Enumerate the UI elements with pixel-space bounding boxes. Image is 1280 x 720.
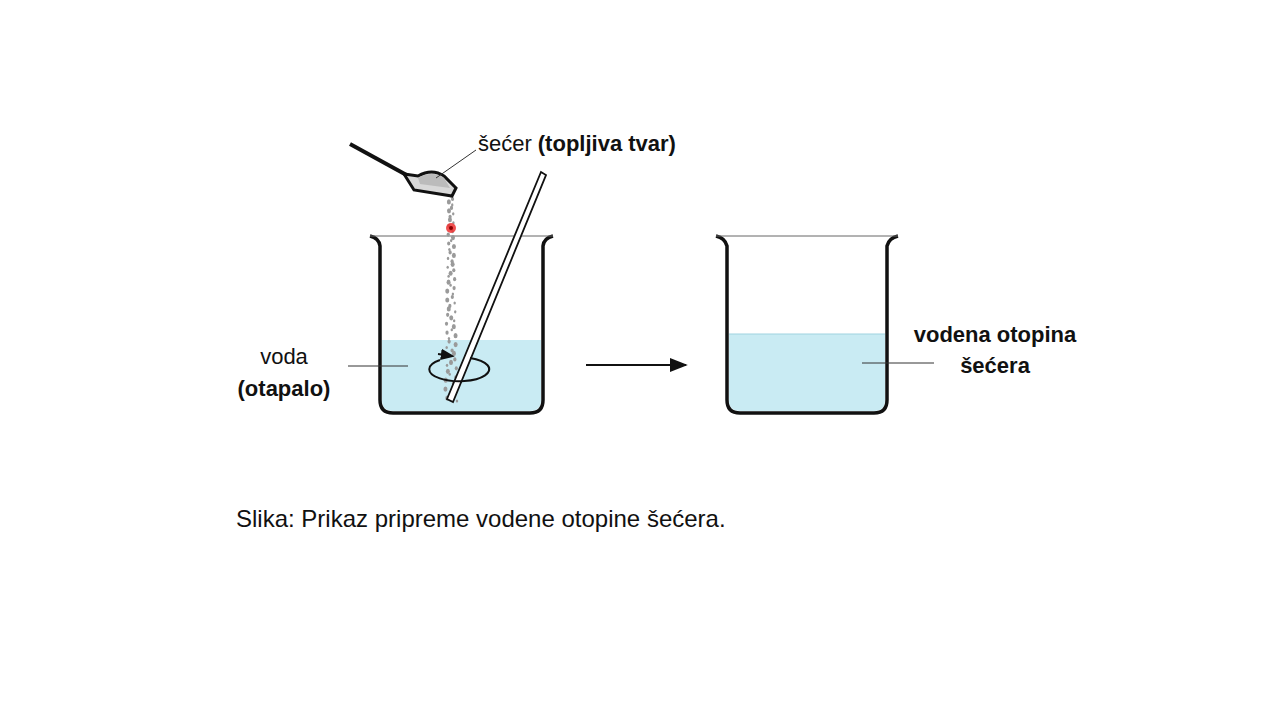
sugar-grain: [446, 266, 448, 269]
red-dot-center: [449, 226, 453, 230]
sugar-grain: [454, 310, 456, 313]
sugar-grain: [445, 297, 449, 302]
sugar-grain: [445, 331, 448, 335]
sugar-grain: [456, 399, 458, 402]
sugar-grain: [449, 360, 453, 365]
sugar-grain: [445, 288, 449, 293]
sugar-grain: [448, 217, 452, 222]
substance-label: šećer: [478, 129, 532, 160]
figure-caption: Slika: Prikaz pripreme vodene otopine še…: [236, 505, 726, 533]
sugar-in-spoon: [418, 174, 450, 188]
sugar-grain: [454, 333, 458, 338]
sugar-grain: [450, 239, 452, 242]
sugar-grain: [452, 268, 455, 272]
sugar-grain: [446, 364, 448, 367]
sugar-grain: [448, 339, 451, 343]
sugar-grain: [454, 342, 458, 347]
sugar-grain: [449, 315, 453, 320]
sugar-stream: [443, 194, 458, 402]
sugar-grain: [453, 286, 456, 290]
solvent-label: voda: [260, 342, 308, 373]
sugar-grain: [451, 328, 453, 331]
sugar-grain: [453, 301, 455, 304]
sugar-grain: [447, 275, 449, 278]
sugar-grain: [453, 277, 456, 281]
sugar-grain: [452, 351, 456, 356]
sugar-grain: [447, 241, 450, 245]
sugar-grain: [447, 199, 451, 204]
sugar-grain: [447, 306, 451, 311]
sugar-grain: [451, 295, 454, 299]
sugar-grain: [445, 322, 448, 326]
sugar-grain: [453, 357, 456, 361]
beaker: [370, 236, 553, 413]
sugar-grain: [449, 373, 451, 376]
beaker: [716, 236, 898, 413]
stir-arrow: [429, 358, 489, 381]
leader-line: [348, 366, 408, 367]
stirring-rod: [447, 172, 546, 402]
sugar-solution: [729, 334, 885, 411]
sugar-grain: [447, 257, 449, 260]
sugar-grain: [451, 262, 455, 267]
beaker-rim: [716, 236, 898, 237]
beaker-rim: [370, 236, 553, 237]
sugar-grain: [455, 366, 458, 370]
sugar-grain: [443, 387, 447, 392]
sugar-grain: [447, 233, 450, 237]
sugar-grain: [452, 244, 456, 249]
sugar-grain: [452, 212, 454, 215]
red-dot: [446, 223, 456, 233]
sugar-grain: [452, 253, 456, 258]
process-arrow: [586, 364, 686, 366]
sugar-grain: [449, 284, 451, 287]
sugar-grain: [449, 250, 452, 254]
sugar-grain: [445, 346, 447, 349]
sugar-grain: [447, 208, 451, 213]
sugar-grain: [446, 313, 449, 317]
substance-role-label: (topljiva tvar): [538, 129, 676, 160]
sugar-grain: [453, 319, 455, 322]
stir-arrow-tip: [438, 354, 452, 356]
solution-label: vodena otopina šećera: [890, 320, 1100, 382]
leader-line: [862, 363, 934, 364]
solution-surface: [729, 334, 885, 335]
solvent-role-label: (otapalo): [238, 374, 331, 405]
leader-line: [436, 150, 476, 178]
spoon-scoop: [404, 172, 456, 196]
